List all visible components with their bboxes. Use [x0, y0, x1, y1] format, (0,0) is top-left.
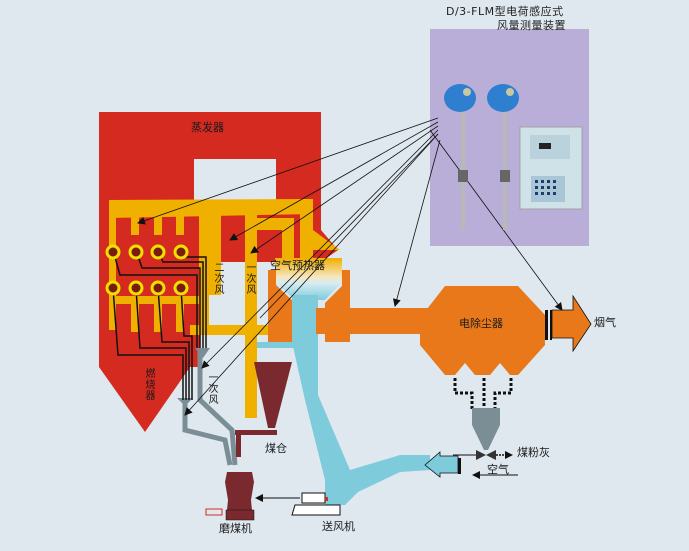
measurement-arrows [137, 117, 563, 416]
controller-box [519, 126, 583, 210]
coal-mill-label: 磨煤机 [219, 522, 252, 535]
flue-duct [316, 308, 445, 334]
air-intake-flange [458, 458, 461, 474]
secondary-air-label: 二次风 [212, 262, 223, 295]
coal-bunker-label: 煤仓 [265, 442, 287, 455]
burner-label: 燃烧器 [143, 368, 154, 401]
ash-hopper [472, 408, 500, 450]
coal-bunker [254, 362, 292, 428]
air-duct [292, 295, 430, 505]
boiler-body [99, 112, 338, 432]
coal-mill-motor [205, 508, 223, 516]
precipitator-label: 电除尘器 [459, 317, 503, 330]
burner-rings [105, 244, 189, 296]
blower [291, 492, 341, 516]
coal-mill-pipe [236, 435, 241, 457]
ash-valve-2 [486, 450, 496, 460]
device-title-line2: 风量测量装置 [497, 19, 566, 32]
air-preheater-label: 空气预热器 [270, 259, 325, 272]
outlet-flange-2 [550, 310, 552, 340]
air-duct-branch [257, 342, 295, 348]
evaporator-label: 蒸发器 [191, 121, 224, 134]
fly-ash-label: 煤粉灰 [517, 446, 550, 459]
coal-mill [225, 472, 254, 520]
primary-air-label-bottom: 一次风 [206, 372, 217, 405]
ash-lines [453, 378, 513, 410]
flue-gas-label: 烟气 [594, 316, 616, 329]
air-intake-arrow [424, 451, 459, 478]
sensor-probe-2 [487, 84, 519, 230]
primary-air-label-top: 一次风 [244, 262, 255, 295]
secondary-air-ducts [109, 199, 340, 418]
air-label: 空气 [487, 463, 509, 476]
outlet-flange [545, 310, 548, 340]
ash-valve [476, 450, 486, 460]
device-title-line1: D/3-FLM型电荷感应式 [446, 5, 564, 18]
coal-bunker-feed [235, 430, 277, 435]
blower-label: 送风机 [322, 520, 355, 533]
electrostatic-precipitator [420, 286, 545, 375]
air-preheater [275, 258, 342, 300]
boiler-window [194, 159, 276, 201]
sensor-probe-1 [444, 84, 476, 230]
flue-gas-arrow [551, 294, 592, 353]
